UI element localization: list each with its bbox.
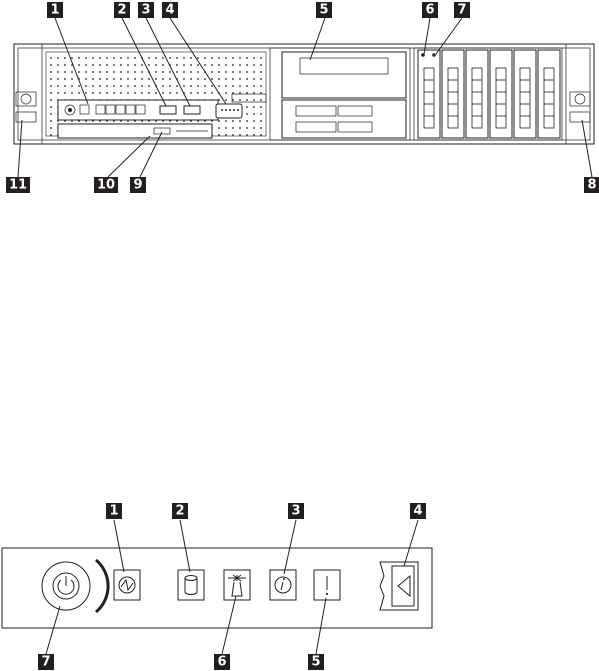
svg-text:7: 7	[41, 655, 50, 670]
callout-top-11: 11	[6, 177, 30, 193]
drive-bay	[466, 50, 488, 138]
callout-top-4: 4	[162, 2, 178, 18]
drive-bay	[442, 50, 464, 138]
callout-bottom-5: 5	[308, 654, 324, 670]
drive-bay	[514, 50, 536, 138]
svg-text:5: 5	[311, 655, 320, 670]
svg-text:2: 2	[175, 504, 184, 519]
callout-top-2: 2	[114, 2, 130, 18]
svg-text:2: 2	[117, 3, 126, 18]
drive-bay	[490, 50, 512, 138]
svg-text:9: 9	[133, 178, 142, 193]
svg-text:11: 11	[9, 178, 27, 193]
svg-text:10: 10	[97, 178, 115, 193]
svg-text:4: 4	[413, 504, 422, 519]
callout-top-7: 7	[454, 2, 470, 18]
callout-top-5: 5	[316, 2, 332, 18]
center-bay	[282, 52, 406, 138]
optical-drive	[58, 124, 212, 138]
callout-bottom-7: 7	[38, 654, 54, 670]
hot-swap-drive-bays	[414, 48, 562, 140]
operator-information-panel	[58, 100, 218, 120]
svg-text:1: 1	[50, 3, 59, 18]
callout-top-1: 1	[47, 2, 63, 18]
callout-bottom-4: 4	[410, 503, 426, 519]
svg-text:6: 6	[217, 655, 226, 670]
server-chassis	[14, 44, 594, 144]
svg-text:6: 6	[425, 3, 434, 18]
callout-top-3: 3	[138, 2, 154, 18]
callout-bottom-1: 1	[106, 503, 122, 519]
svg-text:8: 8	[587, 178, 596, 193]
svg-text:1: 1	[109, 504, 118, 519]
callout-top-10: 10	[94, 177, 118, 193]
drive-bay	[418, 50, 440, 138]
operator-panel-closeup	[2, 548, 432, 628]
callout-top-8: 8	[584, 177, 599, 193]
svg-text:5: 5	[319, 3, 328, 18]
callout-bottom-3: 3	[288, 503, 304, 519]
callout-bottom-6: 6	[214, 654, 230, 670]
svg-text:3: 3	[291, 504, 300, 519]
callout-bottom-2: 2	[172, 503, 188, 519]
svg-text:7: 7	[457, 3, 466, 18]
svg-text:4: 4	[165, 3, 174, 18]
callout-top-6: 6	[422, 2, 438, 18]
callout-top-9: 9	[130, 177, 146, 193]
svg-text:3: 3	[141, 3, 150, 18]
drive-bay	[538, 50, 560, 138]
